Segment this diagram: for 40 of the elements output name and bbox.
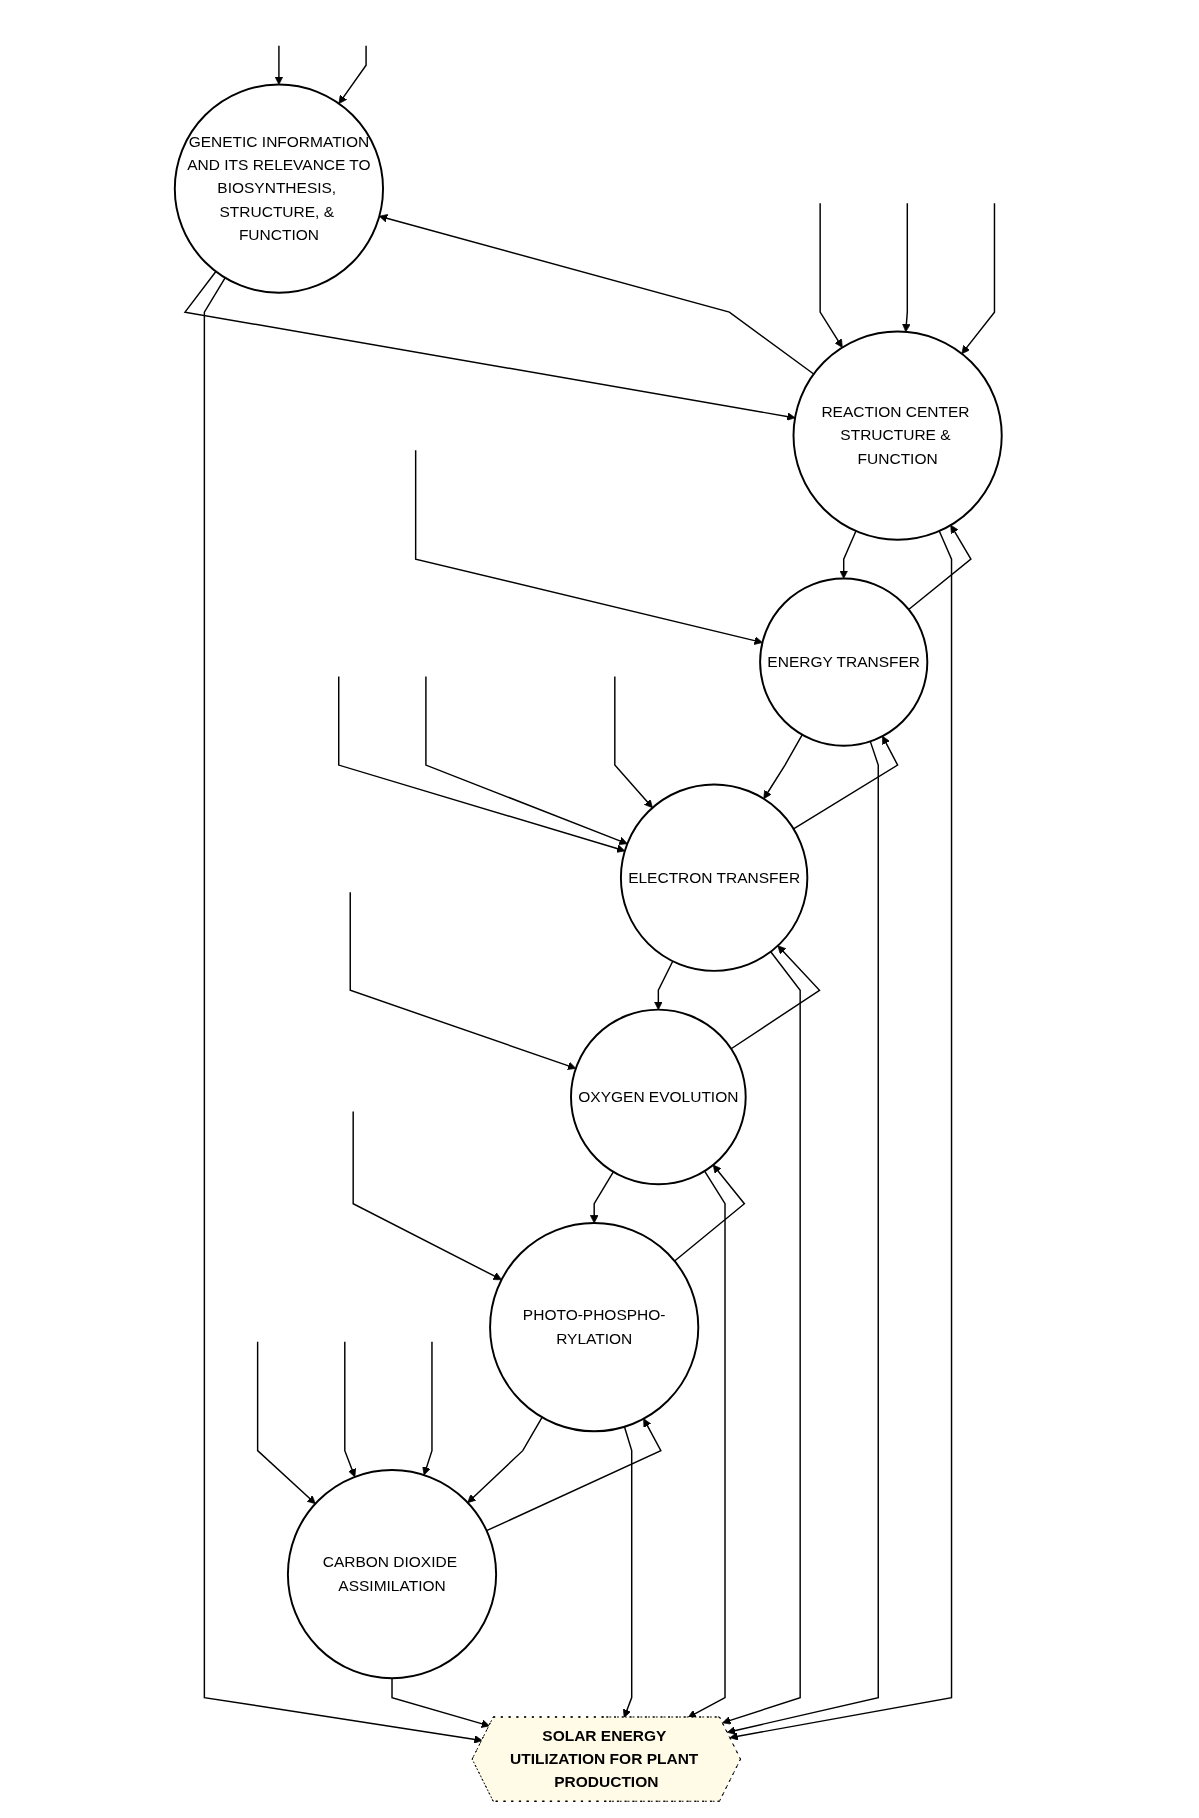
node-circle: REACTION CENTER STRUCTURE & FUNCTION (792, 330, 1004, 541)
arrow (730, 945, 821, 1050)
arrow (338, 675, 626, 853)
arrow (688, 1170, 727, 1718)
arrow (467, 1416, 544, 1504)
node-circle: ELECTRON TRANSFER (620, 783, 809, 972)
arrow (623, 1426, 633, 1718)
arrow (763, 734, 804, 800)
arrow (349, 891, 577, 1070)
arrow (839, 530, 857, 579)
arrow (203, 277, 483, 1744)
arrow (793, 735, 899, 830)
arrow (614, 675, 654, 809)
arrow (338, 45, 368, 104)
node-circle: GENETIC INFORMATION AND ITS RELEVANCE TO BIOSYNTHESIS, STRUCTURE, & FUNCTION (174, 83, 385, 294)
node-circle: PHOTO-PHOSPHO-RYLATION (489, 1222, 700, 1433)
arrow (379, 214, 815, 375)
arrow (819, 202, 843, 348)
node-circle: ENERGY TRANSFER (759, 577, 929, 747)
arrow (908, 524, 973, 611)
arrow (275, 45, 284, 85)
arrow (425, 675, 628, 845)
arrow (352, 1110, 503, 1281)
arrow (590, 1171, 615, 1224)
arrow (422, 1340, 433, 1476)
node-circle: OXYGEN EVOLUTION (570, 1008, 747, 1186)
arrow (486, 1418, 663, 1532)
arrow (257, 1340, 317, 1505)
arrow (415, 449, 764, 645)
arrow (184, 270, 796, 421)
arrow (344, 1340, 357, 1478)
arrow (902, 202, 911, 333)
arrow (654, 960, 674, 1010)
arrow (391, 1677, 491, 1728)
arrow (729, 530, 953, 1741)
arrow (727, 740, 880, 1735)
arrow (722, 951, 802, 1725)
arrow (674, 1164, 746, 1262)
node-circle: CARBON DIOXIDE ASSIMILATION (287, 1469, 498, 1680)
arrow (961, 202, 996, 355)
